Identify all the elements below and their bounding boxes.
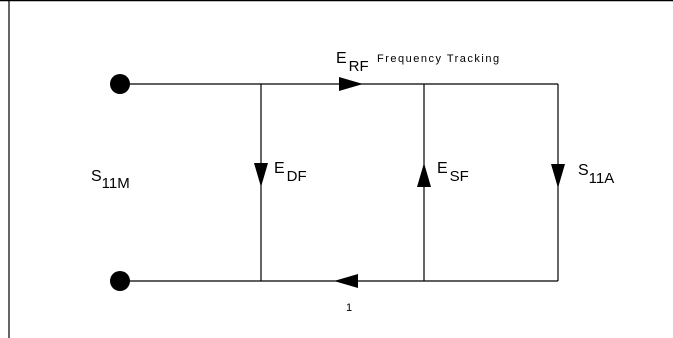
s11m-label: S11M xyxy=(91,168,130,192)
s11a-arrow-down xyxy=(551,164,565,188)
edf-arrow-down xyxy=(254,163,268,187)
unity-label: 1 xyxy=(346,302,352,314)
s11a-label: S11A xyxy=(578,162,614,187)
frequency-tracking-caption: Frequency Tracking xyxy=(377,53,501,65)
port-node-bottom xyxy=(110,271,130,291)
unity-arrow-left xyxy=(334,274,358,288)
port-node-top xyxy=(110,74,130,94)
erf-arrow-right xyxy=(339,77,363,91)
esf-arrow-up xyxy=(417,163,431,187)
